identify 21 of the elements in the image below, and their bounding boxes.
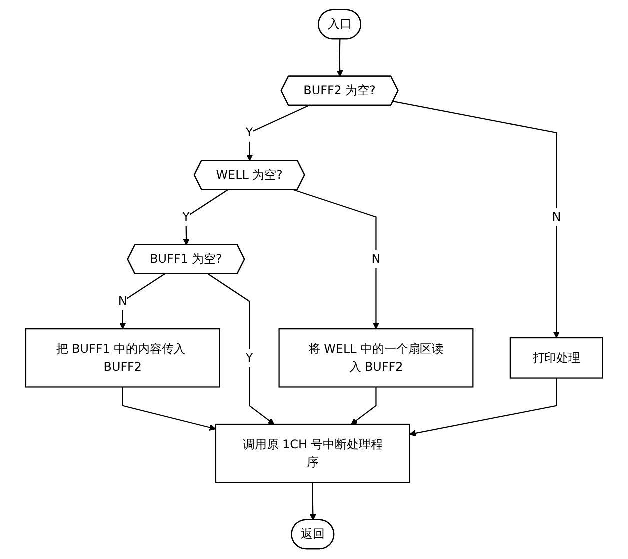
edge-label: N — [371, 252, 380, 266]
arrow — [122, 387, 216, 431]
arrow — [246, 105, 309, 162]
arrow — [182, 190, 228, 246]
edge-label: N — [118, 294, 127, 308]
edge-label: Y — [245, 350, 253, 365]
arrow — [409, 378, 557, 437]
arrow — [119, 274, 165, 330]
node-box: 调用原 1CH 号中断处理程序 — [214, 424, 410, 484]
arrow — [293, 189, 380, 330]
node-box: 打印处理 — [509, 337, 603, 379]
arrow — [350, 387, 376, 425]
edge-label: Y — [245, 126, 253, 140]
edge-label: Y — [182, 210, 190, 224]
arrow — [208, 274, 274, 425]
node-box: 把 BUFF1 中的内容传入 BUFF2 — [24, 328, 220, 388]
node-box: 将 WELL 中的一个扇区读入 BUFF2 — [278, 328, 474, 388]
arrow — [392, 101, 560, 338]
arrow — [336, 39, 343, 77]
arrow — [309, 482, 316, 521]
edge-label: N — [552, 210, 561, 224]
